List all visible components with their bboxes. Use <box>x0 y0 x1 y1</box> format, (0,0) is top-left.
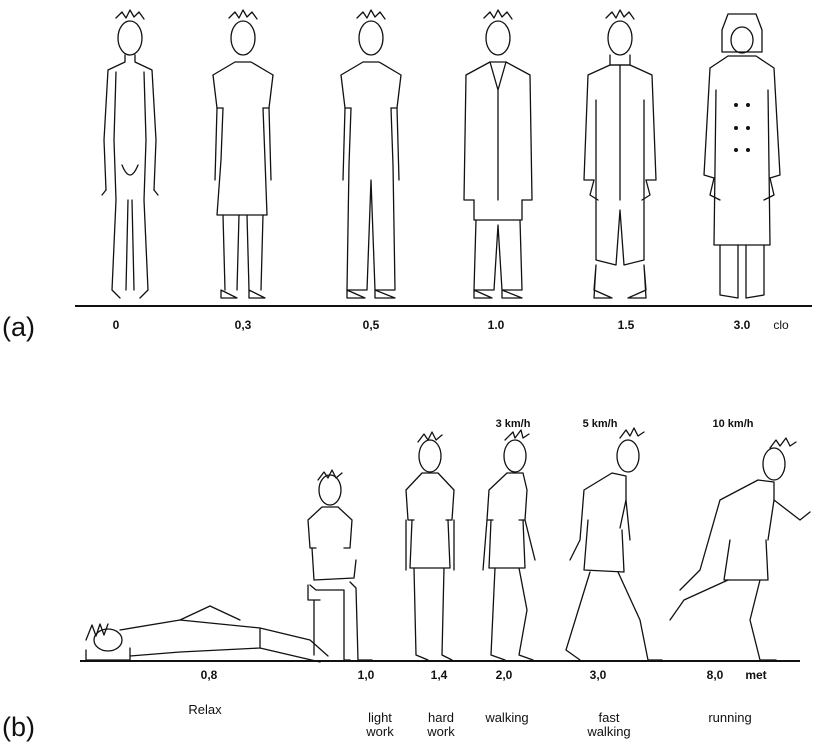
met-value-08: 0,8 <box>201 668 218 682</box>
figure-light-work <box>308 470 372 660</box>
figure-fast-walking <box>566 428 662 660</box>
speed-3kmh: 3 km/h <box>496 418 531 430</box>
activity-running: running <box>690 711 770 725</box>
speed-10kmh: 10 km/h <box>713 418 754 430</box>
figure-hard-work <box>406 432 454 660</box>
activity-walking: walking <box>467 711 547 725</box>
figure-walking <box>483 430 535 660</box>
met-value-80: 8,0 <box>707 668 724 682</box>
activity-fast-walking-line1: fast <box>569 711 649 725</box>
met-value-30: 3,0 <box>590 668 607 682</box>
met-value-20: 2,0 <box>496 668 513 682</box>
activity-hard-work-line2: work <box>401 725 481 739</box>
activity-fast-walking-line2: walking <box>569 725 649 739</box>
activity-relax: Relax <box>165 703 245 717</box>
met-value-14: 1,4 <box>431 668 448 682</box>
met-value-10: 1,0 <box>358 668 375 682</box>
figure-relax <box>86 606 328 662</box>
figure-running <box>670 438 810 660</box>
met-unit: met <box>745 668 766 682</box>
panel-b-label: (b) <box>2 712 35 743</box>
speed-5kmh: 5 km/h <box>583 418 618 430</box>
activity-fast-walking: fast walking <box>569 711 649 739</box>
